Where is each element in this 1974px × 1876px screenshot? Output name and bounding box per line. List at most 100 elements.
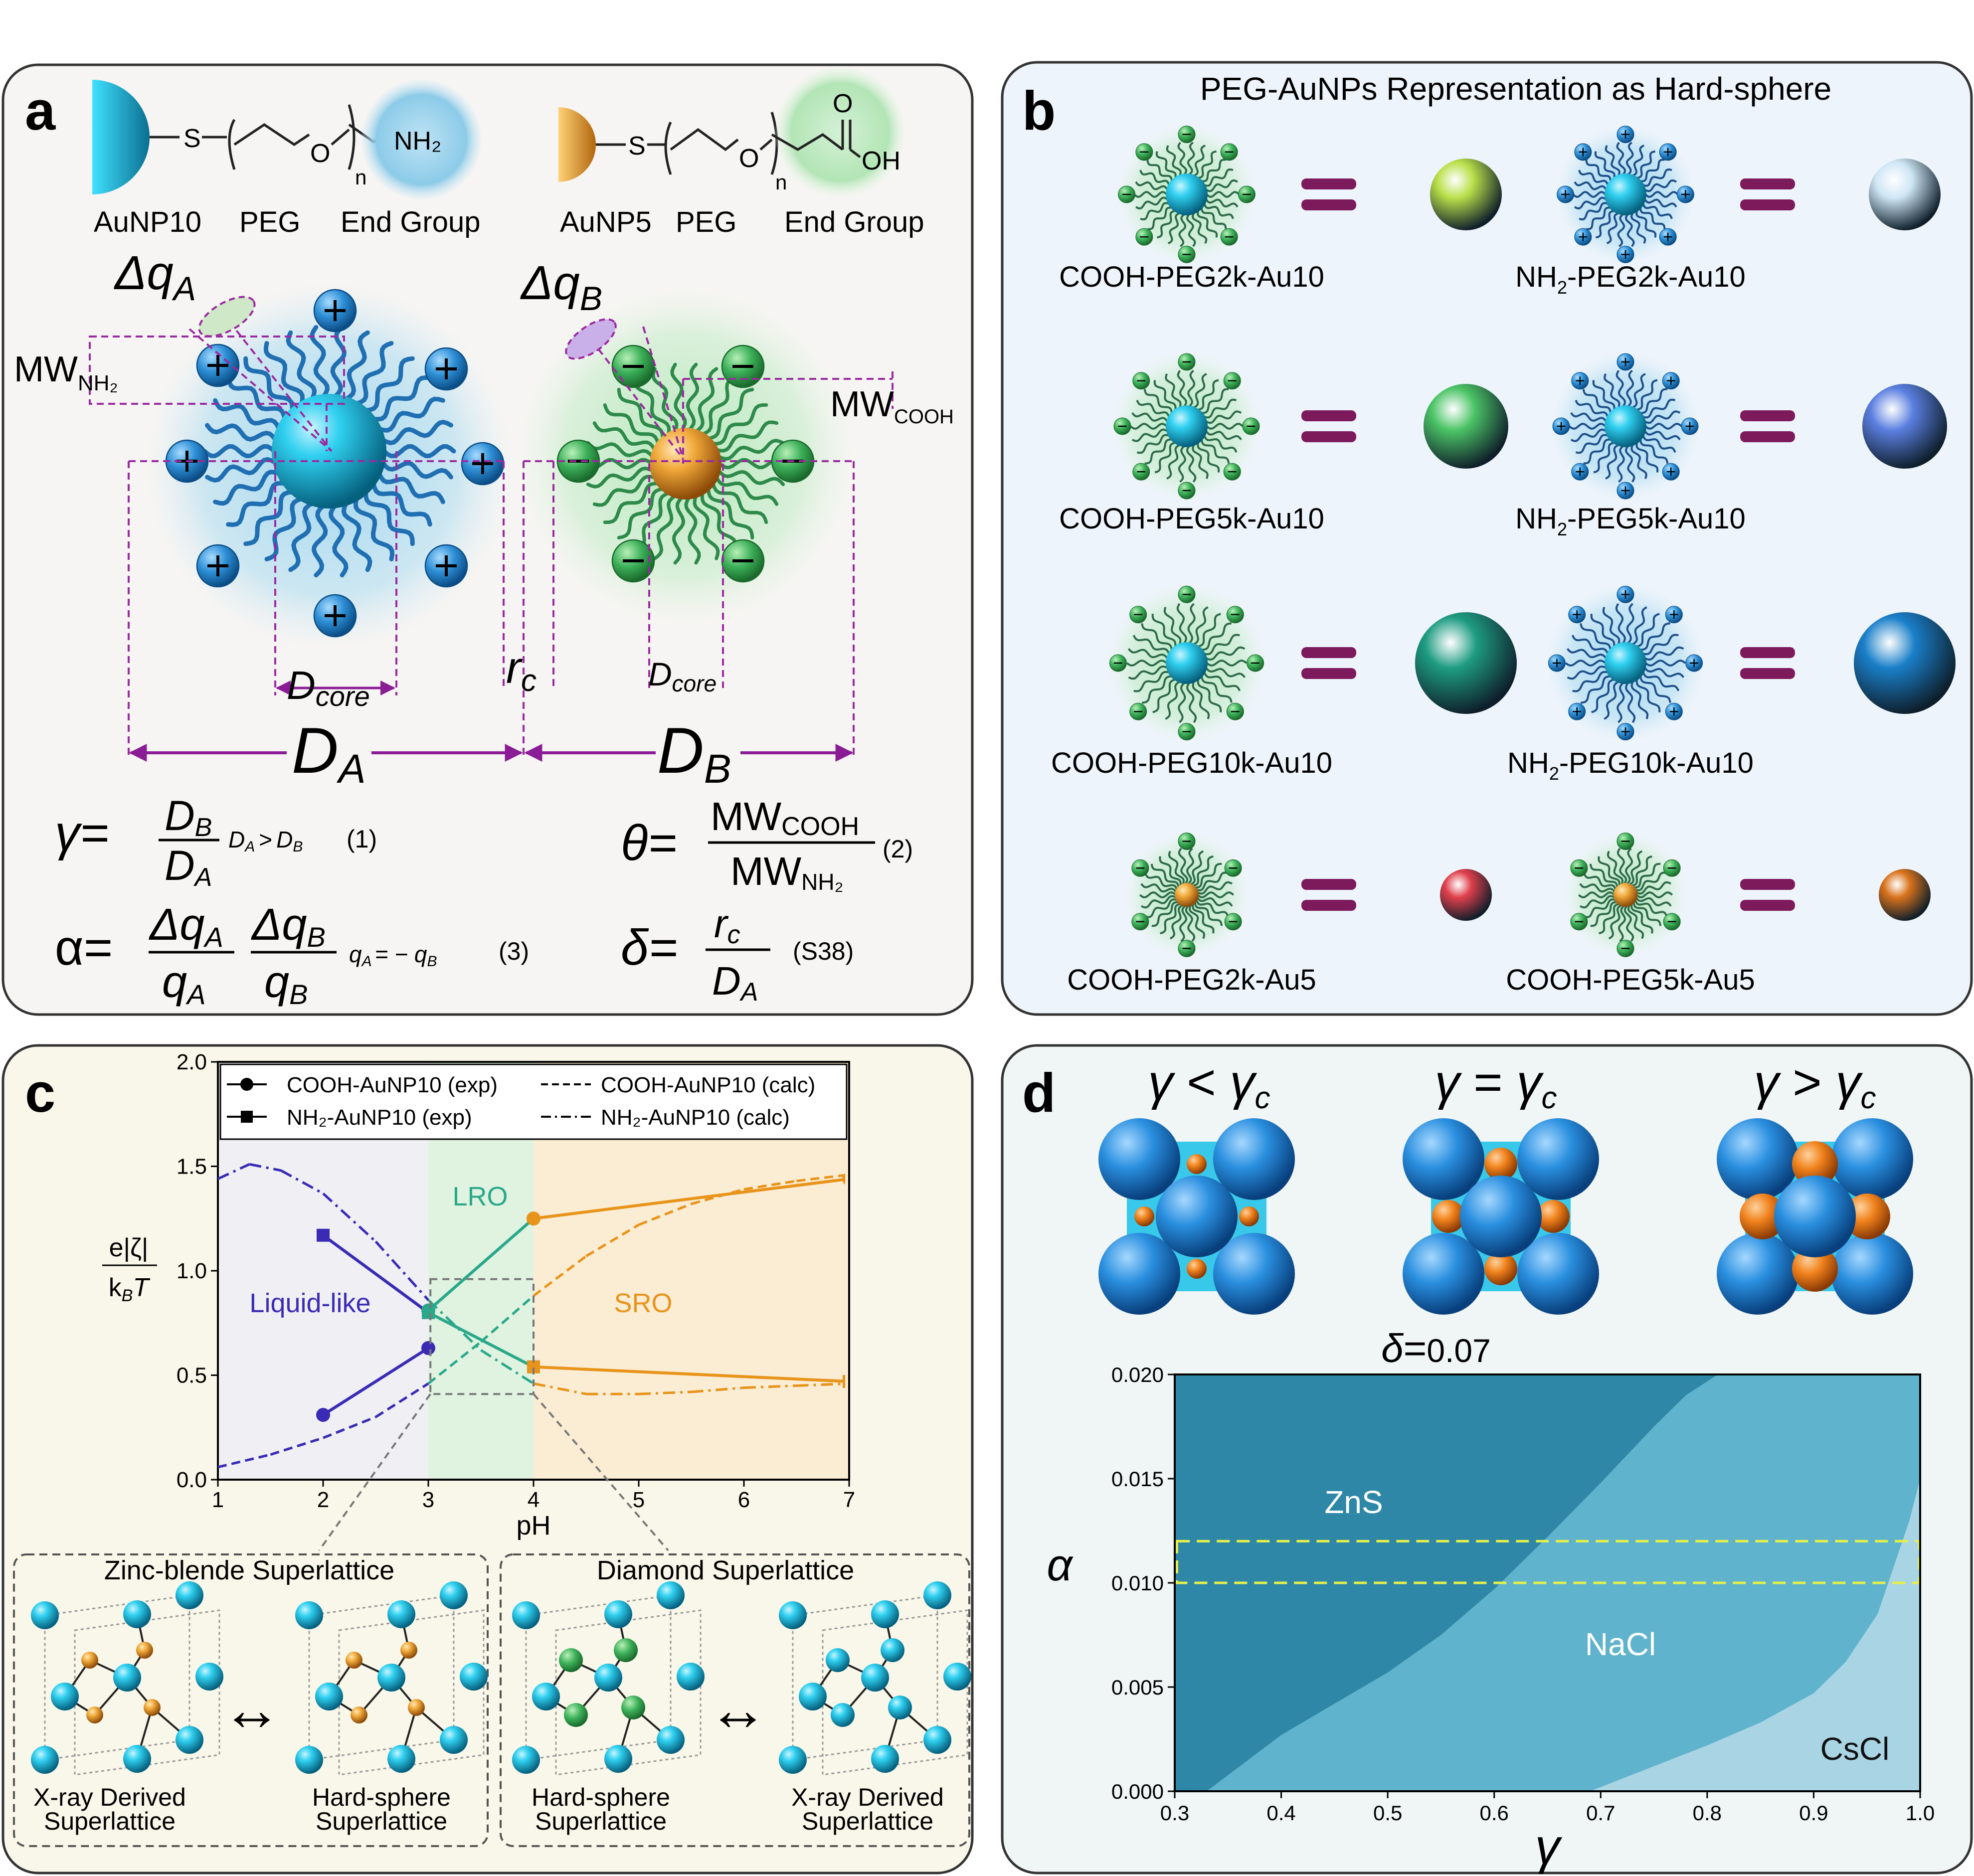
cooh-calc-curve: [323, 1415, 376, 1439]
positive-charge-icon: [1665, 702, 1683, 720]
negative-charge-icon: [1178, 126, 1196, 144]
negative-charge-icon: [1113, 417, 1131, 435]
particle-a-core: [272, 394, 386, 509]
positive-charge-icon: [1659, 228, 1677, 246]
hard-sphere-ball: [1879, 869, 1931, 921]
gamma-condition-label: γ = γc: [1435, 1054, 1557, 1115]
positive-charge-icon: [1571, 463, 1589, 481]
legend-entry: NH₂-AuNP10 (exp): [287, 1105, 472, 1130]
caption-2-line2: Superlattice: [316, 1807, 447, 1835]
mol-b-o-top: O: [833, 89, 853, 118]
mw-cooh-label: MWCOOH: [830, 384, 954, 428]
cooh-calc-curve: [270, 1436, 324, 1456]
nh2-calc-curve: [217, 1163, 250, 1180]
negative-charge-icon: [1178, 939, 1196, 958]
hard-sphere-ball: [1424, 384, 1508, 469]
positive-charge-icon: [1568, 606, 1586, 624]
hard-sphere-label: COOH-PEG10k-Au10: [1051, 747, 1332, 779]
eq2-den: MWNH₂: [730, 849, 843, 895]
particle-a-charges: [165, 289, 505, 638]
panel-b-frame: [1001, 61, 1973, 1016]
nh2-calc-curve: [480, 1349, 535, 1385]
negative-charge-icon: [1220, 228, 1238, 246]
peg-chains: [1133, 142, 1240, 247]
mol-b-oh: OH: [862, 147, 900, 175]
rc-label: rc: [506, 643, 537, 698]
positive-charge-icon: [1676, 185, 1694, 203]
equals-icon: [1301, 410, 1356, 421]
negative-charge-icon: [1242, 417, 1260, 435]
particle-b-core: [650, 428, 721, 500]
hard-sphere-label: COOH-PEG5k-Au10: [1059, 503, 1324, 535]
hard-sphere-item: NH2-PEG10k-Au10: [1507, 583, 1956, 784]
nanoparticle-core: [1175, 883, 1199, 907]
nh2-exp-point: [843, 1375, 845, 1388]
nanoparticle-core: [1605, 405, 1646, 447]
cooh-calc-curve: [796, 1174, 845, 1183]
peg-chains: [1130, 369, 1244, 483]
eq3-n2: ΔqB: [251, 900, 326, 953]
positive-charge-icon: [1548, 654, 1566, 672]
panel-b-title: PEG-AuNPs Representation as Hard-sphere: [1200, 71, 1831, 107]
cooh-exp-line: [322, 1347, 429, 1416]
x-tick-label: 0.5: [1373, 1801, 1402, 1825]
plot-area: [217, 1163, 845, 1469]
region-label: SRO: [614, 1288, 672, 1318]
negative-charge-icon: [1178, 245, 1196, 263]
positive-charge-icon: [1616, 245, 1634, 263]
cooh-exp-line: [533, 1178, 845, 1220]
peg-chains: [1126, 603, 1248, 723]
negative-charge-icon: [1129, 606, 1147, 624]
nh2-calc-curve: [691, 1386, 744, 1393]
x-tick-label: 1.0: [1906, 1801, 1935, 1825]
negative-charge-icon: [1131, 913, 1149, 931]
mol-a-sulfur: S: [183, 124, 201, 153]
hard-sphere-ball: [1415, 612, 1517, 714]
nh2-exp-line: [533, 1365, 845, 1383]
annotation-dashes: [89, 321, 894, 755]
hard-sphere-ball: [1862, 384, 1947, 469]
nanoparticle-core: [1614, 883, 1637, 907]
db-label: DB: [657, 714, 731, 792]
caption-aunp10: AuNP10: [94, 206, 201, 238]
equals-icon: [1301, 879, 1356, 890]
caption-4-line2: Superlattice: [802, 1807, 933, 1835]
nanoparticle-core: [1605, 173, 1646, 215]
negative-charge-icon: [1118, 185, 1136, 203]
legend-entry: COOH-AuNP10 (exp): [287, 1073, 498, 1097]
mol-b-n: n: [775, 171, 787, 194]
dcore-b-label: Dcore: [648, 656, 717, 696]
negative-charge-icon: [1224, 859, 1242, 877]
peg-chains: [1139, 848, 1235, 942]
x-tick-label: 4: [528, 1488, 539, 1512]
particle-b-charges: [556, 344, 815, 583]
zinc-blende-box: [13, 1553, 489, 1847]
phase-label: NaCl: [1585, 1626, 1656, 1662]
gamma-condition-label: γ < γc: [1148, 1054, 1270, 1115]
region-label: Liquid-like: [249, 1288, 370, 1318]
nh2-calc-curve: [249, 1163, 282, 1172]
negative-charge-icon: [721, 344, 765, 388]
aunp10-half-sphere: [92, 80, 150, 194]
panel-b: b PEG-AuNPs Representation as Hard-spher…: [1022, 71, 1956, 996]
negative-charge-icon: [1131, 859, 1149, 877]
negative-charge-icon: [1570, 859, 1588, 877]
da-label: DA: [292, 714, 366, 792]
negative-charge-icon: [1616, 939, 1634, 958]
nh2-calc-curve: [743, 1384, 797, 1389]
y-tick-label: 0.015: [1111, 1467, 1164, 1491]
nh2-calc-curve: [796, 1382, 845, 1387]
superlattice-illustrations: [31, 1581, 971, 1776]
positive-charge-icon: [196, 544, 240, 588]
superlattice-icon: [512, 1581, 705, 1776]
y-tick-label: 1.5: [177, 1155, 207, 1179]
cscl-region: [1590, 1479, 1920, 1791]
eq3-d2: qB: [264, 957, 308, 1010]
panel-d-letter: d: [1022, 1062, 1056, 1124]
caption-4-line1: X-ray Derived: [791, 1783, 944, 1811]
negative-charge-icon: [1135, 228, 1153, 246]
hard-sphere-item: COOH-PEG10k-Au10: [1051, 583, 1517, 779]
